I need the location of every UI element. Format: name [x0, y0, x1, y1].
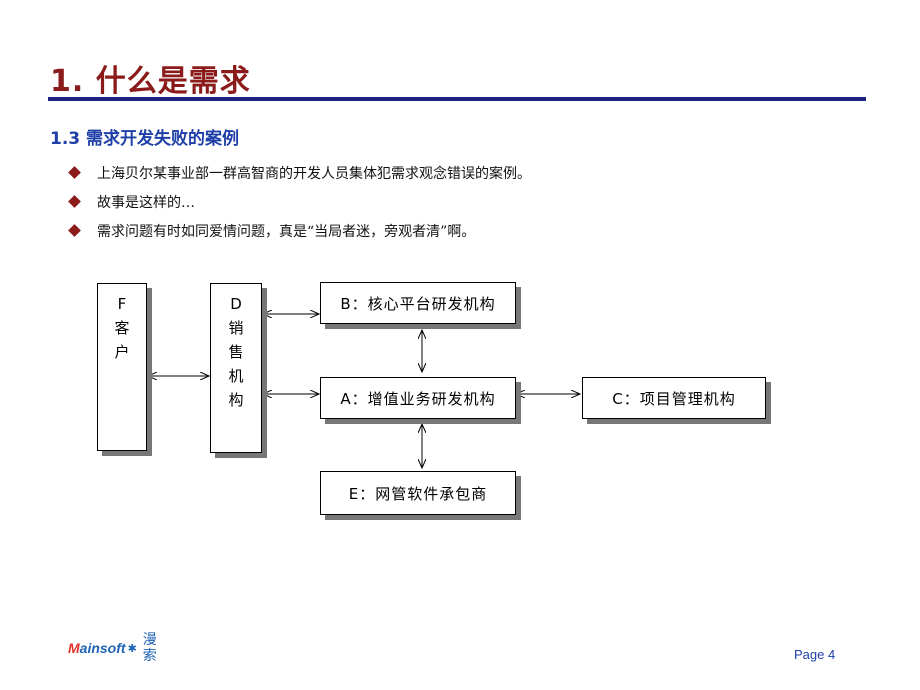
sales-line: 构 [228, 391, 244, 409]
value-added-rd-box: A：增值业务研发机构 [320, 377, 516, 419]
customer-line: F [117, 295, 127, 313]
sales-line: 售 [228, 343, 244, 361]
platform-rd-box: B：核心平台研发机构 [320, 282, 516, 324]
logo-chinese: 漫 索 [142, 632, 157, 664]
logo-star-icon: ✱ [127, 641, 137, 655]
customer-line: 户 [114, 343, 130, 361]
bullet-text: 需求问题有时如同爱情问题，真是“当局者迷，旁观者清”啊。 [97, 223, 476, 240]
title-rule [48, 97, 866, 101]
customer-box: F 客 户 [97, 283, 147, 451]
mainsoft-logo: Mainsoft ✱ 漫 索 [68, 632, 157, 664]
bullet-text: 故事是这样的… [97, 194, 195, 211]
sales-line: 销 [228, 319, 244, 337]
bullet-item: 上海贝尔某事业部一群高智商的开发人员集体犯需求观念错误的案例。 [68, 158, 531, 187]
logo-wordmark: Mainsoft [68, 640, 126, 656]
contractor-box: E：网管软件承包商 [320, 471, 516, 515]
customer-line: 客 [114, 319, 130, 337]
section-subtitle: 1.3 需求开发失败的案例 [50, 129, 240, 149]
bullet-list: 上海贝尔某事业部一群高智商的开发人员集体犯需求观念错误的案例。 故事是这样的… … [68, 158, 531, 245]
bullet-text: 上海贝尔某事业部一群高智商的开发人员集体犯需求观念错误的案例。 [97, 165, 531, 182]
sales-line: D [230, 295, 242, 313]
bullet-item: 需求问题有时如同爱情问题，真是“当局者迷，旁观者清”啊。 [68, 216, 531, 245]
bullet-item: 故事是这样的… [68, 187, 531, 216]
project-management-box: C：项目管理机构 [582, 377, 766, 419]
page-number: Page 4 [794, 647, 836, 662]
sales-line: 机 [228, 367, 244, 385]
sales-box: D 销 售 机 构 [210, 283, 262, 453]
slide-title: 1. 什么是需求 [50, 64, 251, 99]
